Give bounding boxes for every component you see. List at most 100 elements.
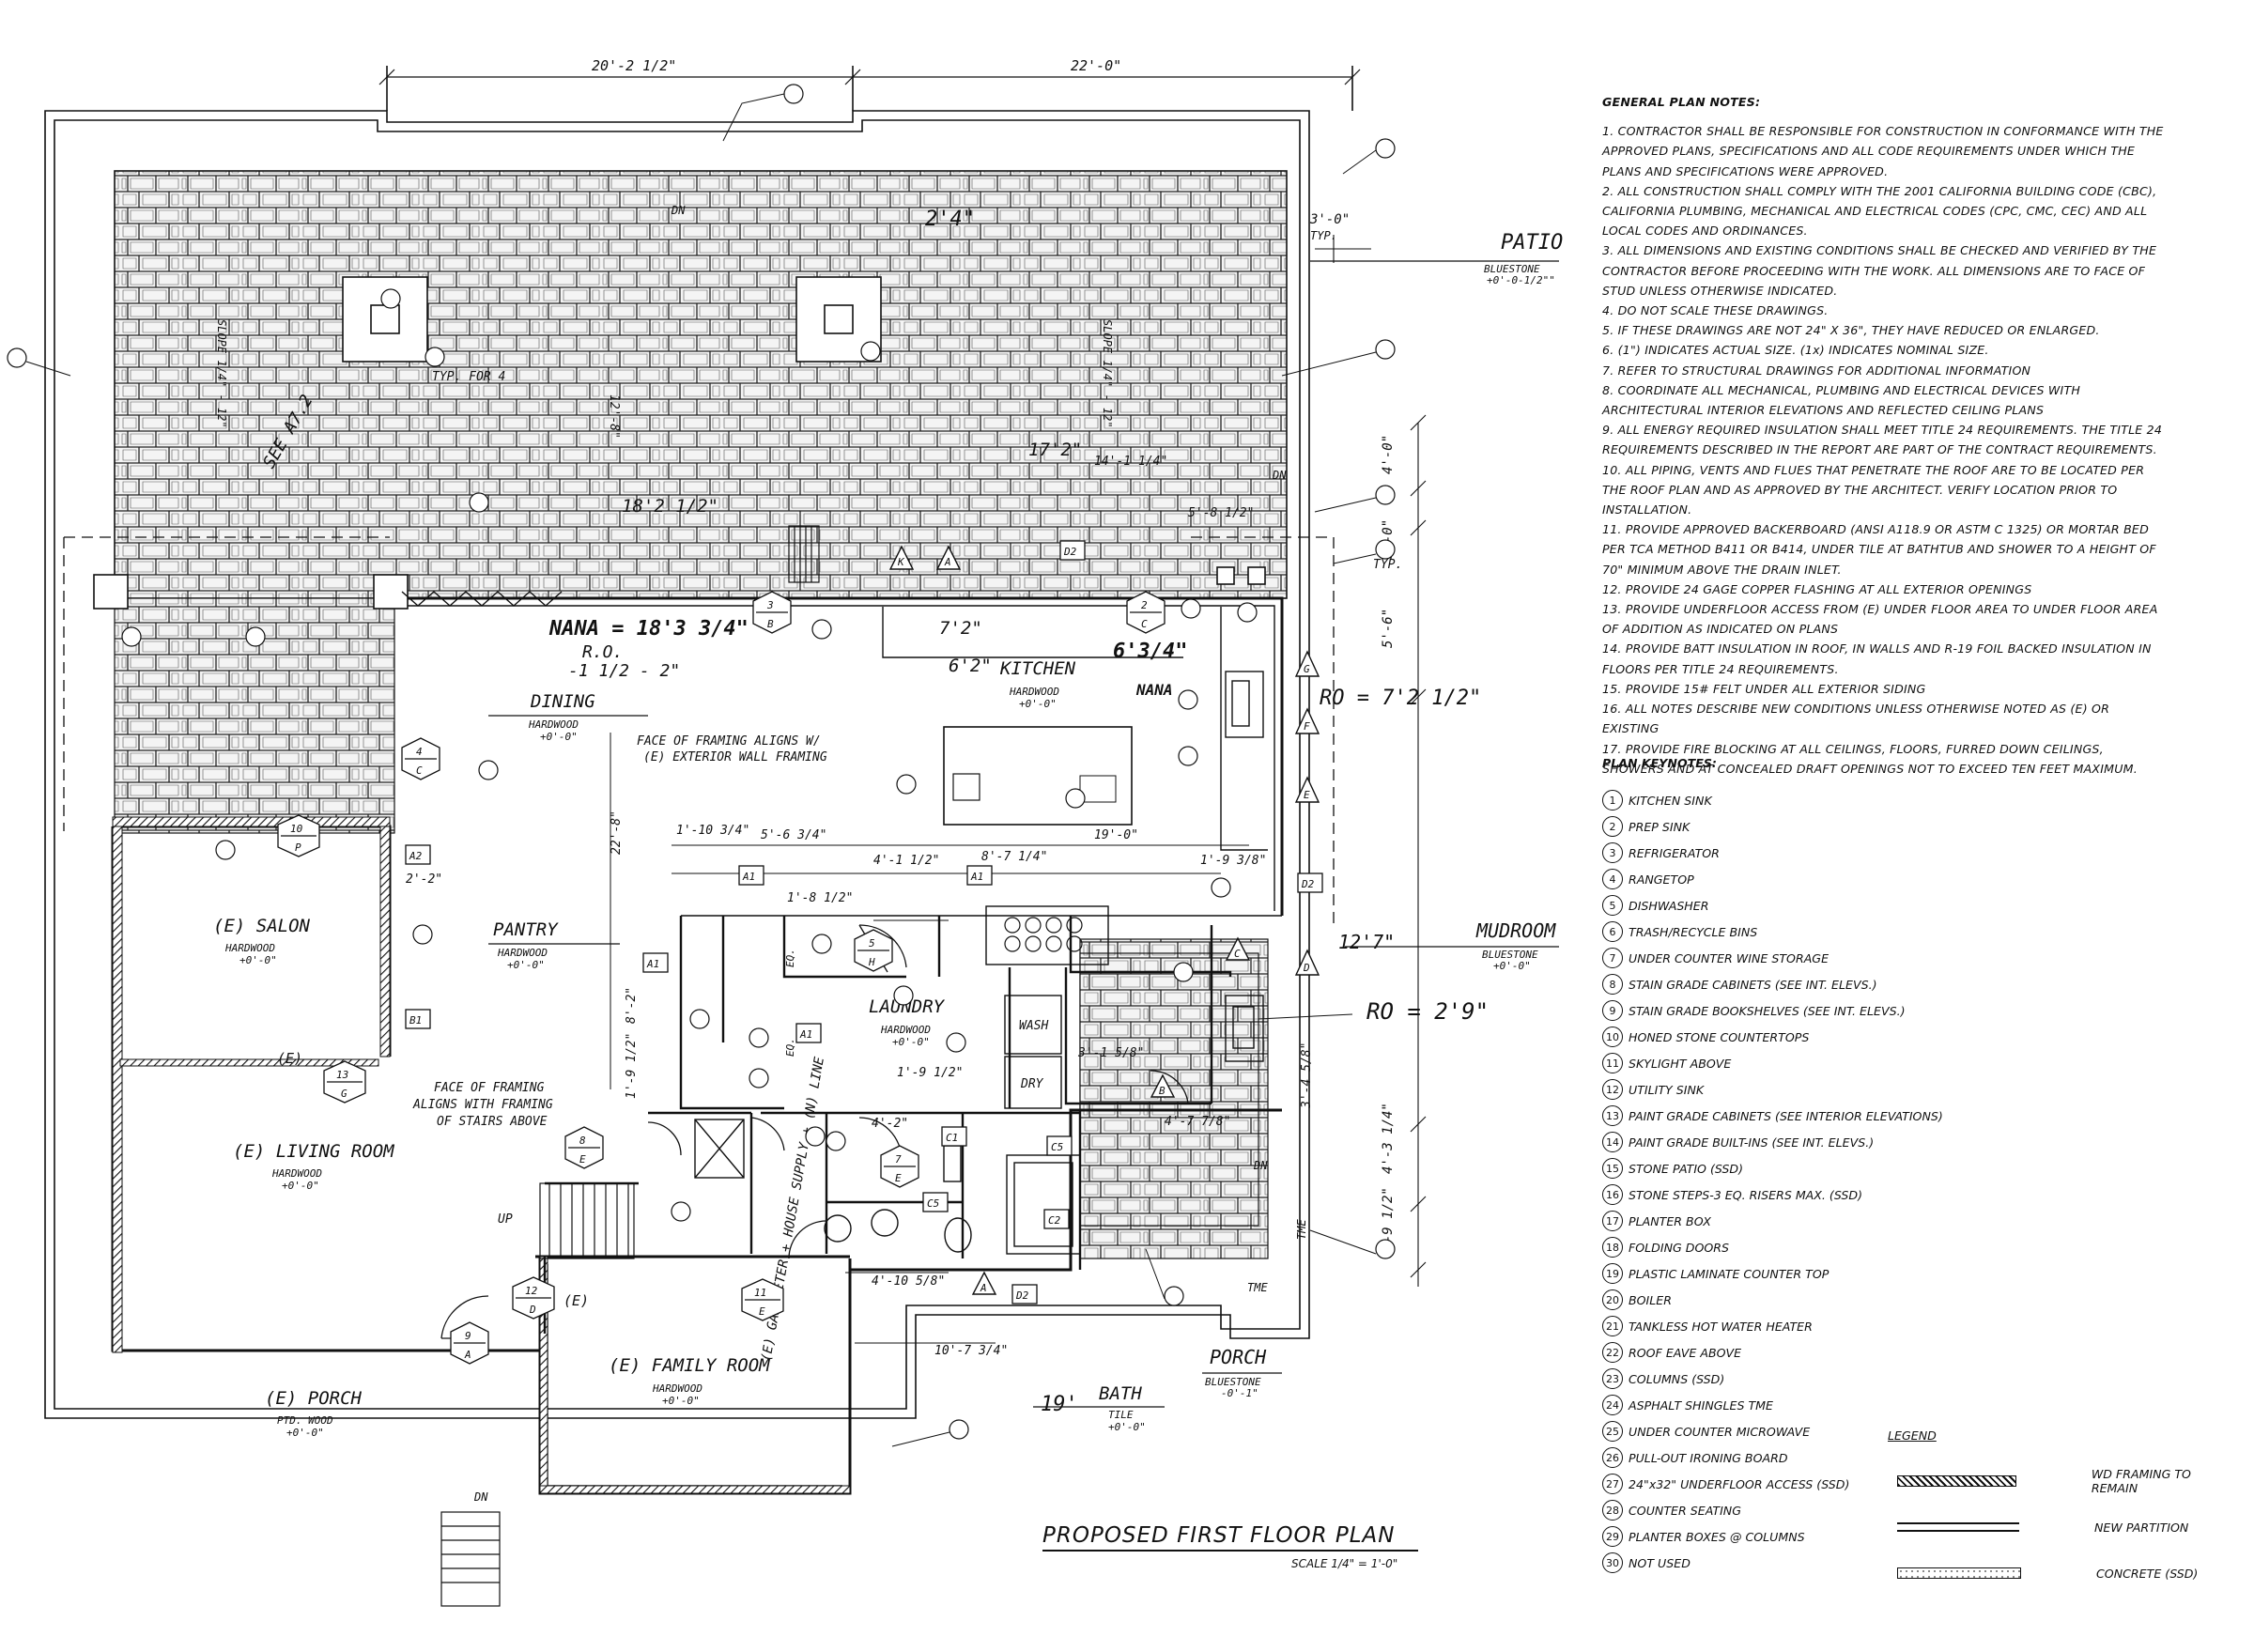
legend-swatch-hatched <box>1897 1475 2016 1487</box>
room-label-laundry: LAUNDRY HARDWOOD +0'-0" <box>869 996 946 1048</box>
svg-text:(E) LIVING ROOM: (E) LIVING ROOM <box>233 1141 394 1162</box>
dim-10-7: 10'-7 3/4" <box>934 1344 1008 1358</box>
svg-text:(E) PORCH: (E) PORCH <box>265 1388 363 1409</box>
svg-text:12: 12 <box>525 1285 538 1297</box>
svg-text:+0'-0": +0'-0" <box>1493 960 1531 972</box>
svg-text:C: C <box>416 764 423 777</box>
svg-text:HARDWOOD: HARDWOOD <box>880 1024 931 1036</box>
dim-4-10: 4'-10 5/8" <box>872 1274 945 1289</box>
dim-4-1: 4'-1 1/2" <box>873 854 939 868</box>
note-face-framing-1b: (E) EXTERIOR WALL FRAMING <box>643 750 827 764</box>
svg-text:2'4": 2'4" <box>925 208 975 231</box>
svg-text:B1: B1 <box>409 1014 422 1027</box>
svg-text:+0'-0": +0'-0" <box>286 1427 324 1439</box>
note-face-framing-2c: OF STAIRS ABOVE <box>437 1115 548 1129</box>
svg-text:RO = 7'2 1/2": RO = 7'2 1/2" <box>1320 687 1481 710</box>
columns <box>93 276 1266 610</box>
svg-text:G: G <box>341 1088 347 1100</box>
tag-5h: 5H <box>854 929 893 972</box>
svg-text:F: F <box>1304 720 1310 733</box>
dim-top-right: 22'-0" <box>1071 57 1121 74</box>
keynote-number: 30 <box>1602 1552 1623 1573</box>
room-label-dining: DINING HARDWOOD +0'-0" <box>488 691 648 743</box>
roof-outline <box>44 66 1353 1419</box>
legend-row-concrete: CONCRETE (SSD) <box>1897 1563 2235 1583</box>
legend-label: CONCRETE (SSD) <box>2096 1566 2199 1581</box>
note-e-living: (E) <box>277 1050 302 1067</box>
room-label-porch-e: (E) PORCH PTD. WOOD +0'-0" <box>265 1388 363 1439</box>
svg-text:C5: C5 <box>927 1197 939 1210</box>
svg-text:C2: C2 <box>1048 1214 1061 1227</box>
svg-text:RO = 2'9": RO = 2'9" <box>1366 998 1489 1025</box>
note-typ-for-4: TYP. FOR 4 <box>432 370 505 384</box>
svg-text:6'2": 6'2" <box>949 656 992 676</box>
dim-top-left: 20'-2 1/2" <box>592 57 676 74</box>
keynote-text: SKYLIGHT ABOVE <box>1629 1056 1732 1071</box>
keynote-text: PREP SINK <box>1629 819 1690 834</box>
dim-4-7: 4'-7 7/8" <box>1165 1115 1230 1129</box>
keynote-text: 24"x32" UNDERFLOOR ACCESS (SSD) <box>1629 1476 1850 1491</box>
svg-text:13: 13 <box>336 1069 348 1081</box>
win-tag: D2 <box>1297 872 1323 893</box>
svg-text:8: 8 <box>579 1135 586 1147</box>
legend-label: WD FRAMING TO REMAIN <box>2091 1467 2191 1495</box>
dim-4-2: 4'-2" <box>872 1117 908 1131</box>
keynote-text: RANGETOP <box>1629 872 1694 887</box>
keynote-number: 24 <box>1602 1395 1623 1415</box>
keynote-number: 29 <box>1602 1526 1623 1547</box>
note-slope-right: SLOPE 1/4" - 12" <box>1101 319 1114 428</box>
note-wash: WASH <box>1019 1019 1048 1033</box>
tag-13g: 13G <box>323 1060 366 1104</box>
tag-8e: 8E <box>564 1126 604 1169</box>
svg-text:-1 1/2 - 2": -1 1/2 - 2" <box>568 661 680 681</box>
keynote-text: TANKLESS HOT WATER HEATER <box>1629 1319 1813 1334</box>
svg-text:-0'-1": -0'-1" <box>1221 1387 1258 1399</box>
svg-text:NANA = 18'3 3/4": NANA = 18'3 3/4" <box>548 617 749 641</box>
svg-text:7'2": 7'2" <box>939 618 982 639</box>
keynote-text: KITCHEN SINK <box>1629 793 1712 808</box>
svg-text:G: G <box>1304 663 1310 675</box>
note-dn-mud: DN <box>1253 1159 1268 1172</box>
keynote-text: PLANTER BOXES @ COLUMNS <box>1629 1529 1805 1544</box>
kitchen-counters <box>882 607 1268 965</box>
dim-right-2-typ: TYP. <box>1373 558 1402 572</box>
svg-text:D2: D2 <box>1015 1289 1029 1302</box>
keynote-number: 28 <box>1602 1500 1623 1521</box>
svg-text:19': 19' <box>1041 1393 1078 1416</box>
keynote-number: 16 <box>1602 1184 1623 1205</box>
keynote-number: 8 <box>1602 974 1623 995</box>
keynote-text: NOT USED <box>1629 1555 1690 1570</box>
note-up: UP <box>498 1212 513 1227</box>
general-note: 10. ALL PIPING, VENTS AND FLUES THAT PEN… <box>1602 462 2145 517</box>
top-dimension-string <box>378 69 1361 85</box>
keynote-number: 14 <box>1602 1132 1623 1152</box>
note-slope-left: SLOPE 1/4" - 12" <box>215 319 228 428</box>
svg-text:C: C <box>1234 948 1241 960</box>
svg-text:TILE: TILE <box>1108 1409 1134 1421</box>
leader-lines <box>25 93 1377 1447</box>
tag-11e: 11E <box>741 1278 784 1321</box>
svg-text:BLUESTONE: BLUESTONE <box>1205 1376 1261 1388</box>
svg-text:(E) FAMILY ROOM: (E) FAMILY ROOM <box>609 1355 770 1376</box>
note-e-family: (E) <box>564 1292 589 1309</box>
general-note: 12. PROVIDE 24 GAGE COPPER FLASHING AT A… <box>1602 581 2032 596</box>
keynote-text: REFRIGERATOR <box>1629 845 1720 860</box>
win-tag: C5 <box>1046 1135 1073 1156</box>
general-note: 2. ALL CONSTRUCTION SHALL COMPLY WITH TH… <box>1602 183 2157 239</box>
svg-text:7: 7 <box>895 1153 902 1166</box>
svg-text:HARDWOOD: HARDWOOD <box>497 947 548 959</box>
note-eq-2: EQ. <box>784 1038 796 1057</box>
svg-text:PATIO: PATIO <box>1501 231 1563 255</box>
dim-3-0-typ: 3'-0" <box>1309 212 1350 227</box>
room-label-kitchen: KITCHEN HARDWOOD +0'-0" <box>999 658 1076 710</box>
svg-text:NANA: NANA <box>1135 681 1173 699</box>
keynote-number: 20 <box>1602 1289 1623 1310</box>
dim-14-1: 14'-1 1/4" <box>1094 455 1167 469</box>
svg-text:+0'-0-1/2"": +0'-0-1/2"" <box>1487 274 1555 286</box>
